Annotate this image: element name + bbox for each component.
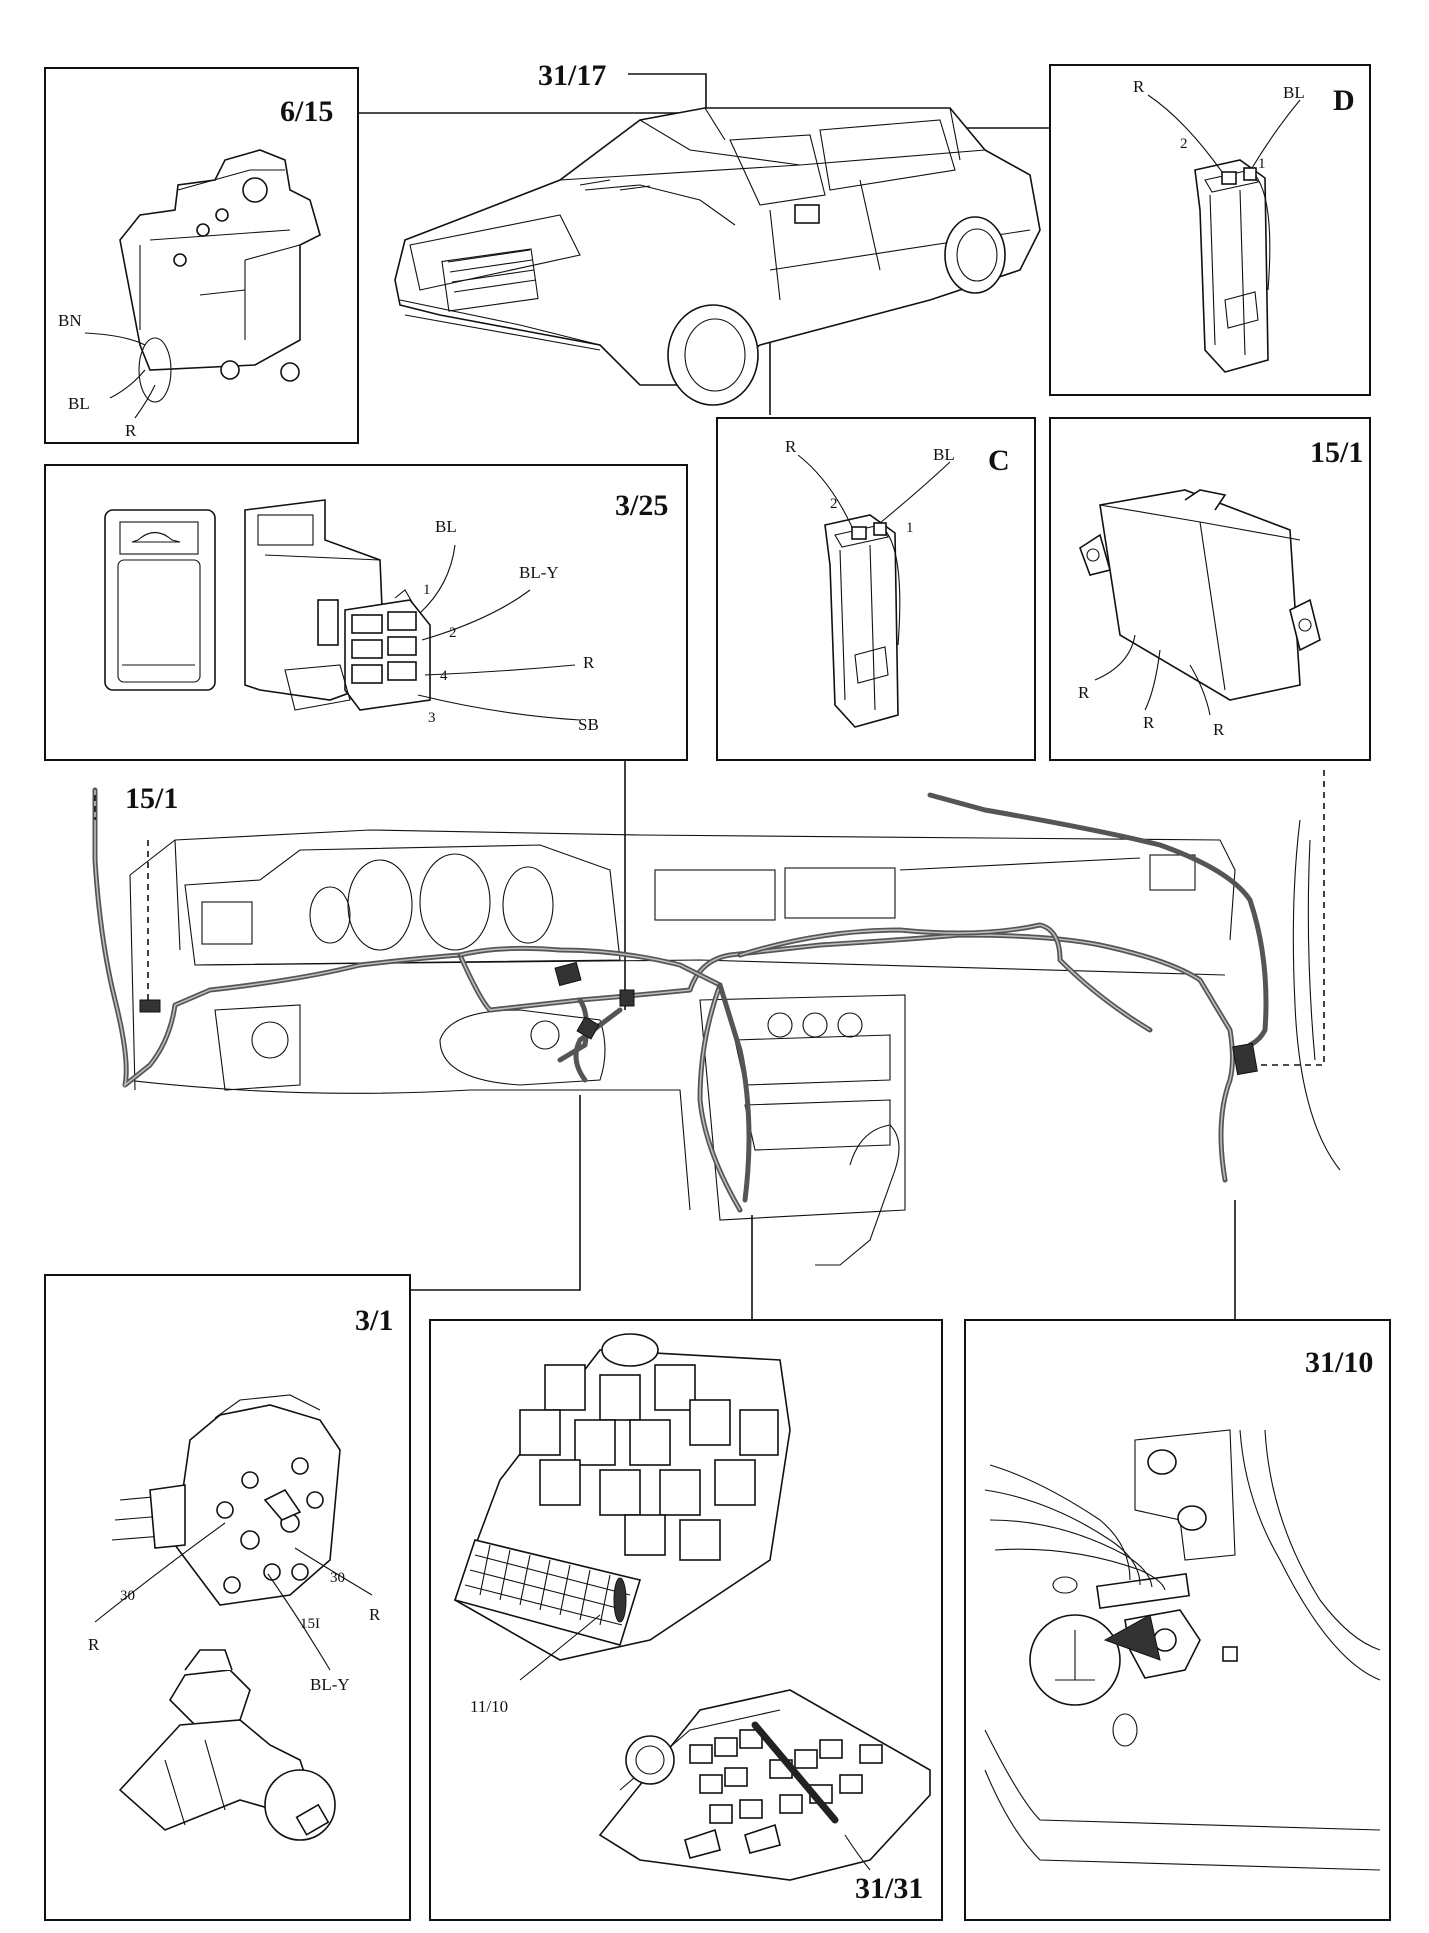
- car-drawing: [394, 107, 1041, 406]
- label-d-bl: BL: [1283, 83, 1305, 102]
- panel-3-1-ref: 3/1: [355, 1304, 393, 1337]
- harness-connector-c: [576, 1016, 600, 1040]
- pin-31-30a: 30: [120, 1588, 135, 1604]
- label-3131-sub: 11/10: [470, 1697, 508, 1716]
- panel-d: D R BL 2 1: [1049, 64, 1371, 396]
- panel-c: C R BL 2 1: [716, 417, 1036, 761]
- panel-31-31-ref: 31/31: [855, 1872, 923, 1905]
- pin-325-4: 4: [440, 668, 448, 684]
- label-325-r: R: [583, 653, 595, 672]
- switch-connector-drawing: [244, 499, 431, 711]
- label-31-bly: BL-Y: [310, 1675, 350, 1694]
- panel-3-25: 3/25 BL BL-Y R SB: [44, 464, 688, 761]
- pin-d-1: 1: [1258, 156, 1266, 172]
- harness-connector-d: [1232, 1042, 1258, 1076]
- ground-point-drawing: [984, 1429, 1381, 1871]
- label-151-r3: R: [1213, 720, 1225, 739]
- pin-d-2: 2: [1180, 136, 1188, 152]
- panel-15-1-ref: 15/1: [1310, 436, 1363, 469]
- control-unit-drawing: [1079, 489, 1321, 701]
- panel-31-17: 31/17: [394, 59, 1041, 406]
- label-r: R: [125, 421, 137, 440]
- connector-d-drawing: [1194, 159, 1271, 373]
- panel-31-10-ref: 31/10: [1305, 1346, 1373, 1379]
- pin-31-30b: 30: [330, 1570, 345, 1586]
- panel-6-15: 6/15 BN BL R: [44, 67, 359, 444]
- label-31-r1: R: [88, 1635, 100, 1654]
- label-325-bl: BL: [435, 517, 457, 536]
- panel-6-15-ref: 6/15: [280, 95, 333, 128]
- pin-c-2: 2: [830, 496, 838, 512]
- dashboard-section: 15/1: [92, 782, 1341, 1266]
- label-c-r: R: [785, 437, 797, 456]
- harness-connector-151: [139, 999, 161, 1013]
- label-31-r2: R: [369, 1605, 381, 1624]
- switch-drawing: [104, 509, 216, 691]
- panel-31-31: 31/31: [429, 1319, 943, 1921]
- pin-31-15i: 15I: [300, 1616, 320, 1632]
- label-bl: BL: [68, 394, 90, 413]
- label-bn: BN: [58, 311, 82, 330]
- pin-325-2: 2: [449, 625, 457, 641]
- panel-31-10: 31/10: [964, 1319, 1391, 1921]
- label-325-sb: SB: [578, 715, 599, 734]
- label-325-bly: BL-Y: [519, 563, 559, 582]
- label-151-r1: R: [1078, 683, 1090, 702]
- panel-c-ref: C: [988, 444, 1010, 477]
- harness-connector-b: [619, 989, 635, 1007]
- dashboard-drawing: [124, 819, 1341, 1266]
- label-c-bl: BL: [933, 445, 955, 464]
- car-ref: 31/17: [538, 59, 606, 92]
- panel-3-1: 3/1 30 30 15I R: [44, 1274, 411, 1921]
- harness-connector-a: [554, 961, 582, 987]
- actuator-drawing: [84, 149, 321, 419]
- pin-c-1: 1: [906, 520, 914, 536]
- dash-ref: 15/1: [125, 782, 178, 815]
- pin-325-1: 1: [423, 582, 431, 598]
- relay-box-drawing: [453, 1333, 931, 1881]
- label-d-r: R: [1133, 77, 1145, 96]
- label-151-r2: R: [1143, 713, 1155, 732]
- wiring-harness: [92, 787, 1269, 1213]
- ignition-switch-drawing: [111, 1394, 341, 1841]
- panel-d-ref: D: [1333, 84, 1355, 117]
- pin-325-3: 3: [428, 710, 436, 726]
- connector-c-drawing: [824, 514, 901, 728]
- panel-15-1: 15/1 R R R: [1049, 417, 1371, 761]
- panel-3-25-ref: 3/25: [615, 489, 668, 522]
